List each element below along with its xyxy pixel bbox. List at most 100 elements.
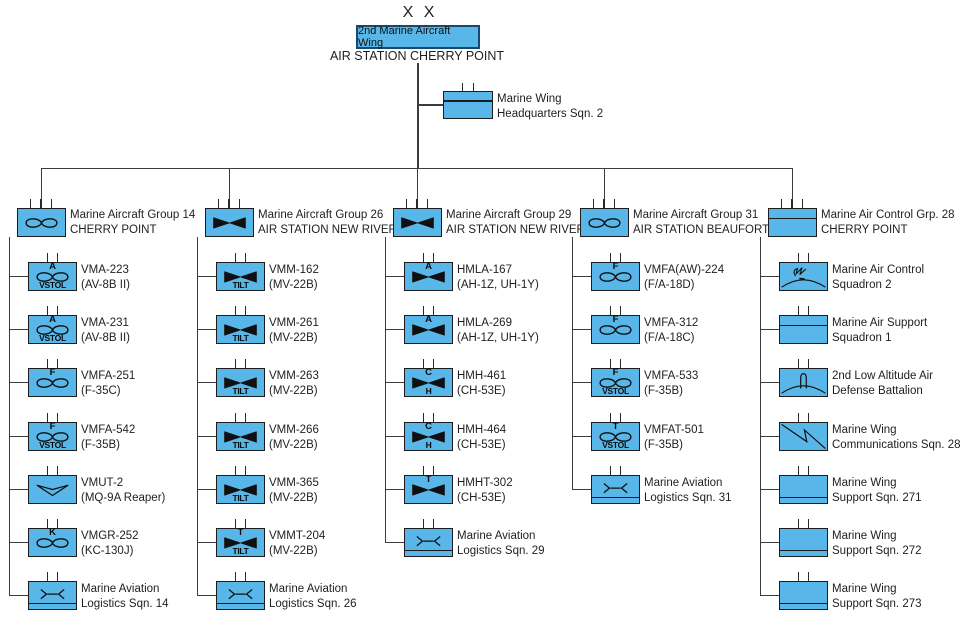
label-line2: (AV-8B II) [81, 331, 130, 344]
connector-line [572, 435, 591, 438]
fixed-wing-icon [36, 538, 69, 548]
symbol-modifier-bottom: TILT [232, 386, 249, 396]
connector-line [9, 435, 28, 438]
echelon-tick [245, 519, 247, 528]
echelon-tick [57, 466, 59, 475]
unit-box-vmm-266-mv-22b: TILT [216, 422, 265, 451]
unit-label-vmm-162-mv-22b: VMM-162(MV-22B) [269, 263, 319, 293]
symbol-modifier-top: A [425, 261, 432, 272]
connector-line [385, 435, 404, 438]
label-line2: (AV-8B II) [81, 278, 130, 291]
echelon-tick [57, 519, 59, 528]
connector-line [197, 488, 216, 491]
echelon-tick [234, 466, 236, 475]
label-line1: Marine Air Control [832, 263, 925, 276]
label-line1: Marine Aircraft Group 31 [633, 208, 759, 221]
unit-box-hmla-269-ah-1z-uh-1y: A [404, 315, 453, 344]
label-line1: Marine Wing [832, 529, 897, 542]
label-line2: (MV-22B) [269, 278, 318, 291]
unit-box-2nd-low-altitude-air-defense-battalion [779, 368, 828, 397]
connector-line [760, 275, 779, 278]
label-line2: (MV-22B) [269, 544, 318, 557]
echelon-tick [808, 572, 810, 581]
air-defense-icon [781, 373, 826, 394]
unit-label-hmla-269-ah-1z-uh-1y: HMLA-269(AH-1Z, UH-1Y) [457, 316, 539, 346]
unit-box-marine-wing-support-sqn-271 [779, 475, 828, 504]
fixed-wing-icon [25, 218, 58, 228]
unit-box-marine-aviation-logistics-sqn-31 [591, 475, 640, 504]
label-line1: VMFA-312 [644, 316, 699, 329]
fixed-wing-icon [599, 432, 632, 442]
symbol-modifier-top: T [425, 474, 432, 485]
label-line1: Marine Aviation [269, 582, 348, 595]
connector-line [385, 328, 404, 331]
rotary-wing-icon [224, 537, 257, 549]
unit-label-vmut-2-mq-9a-reaper: VMUT-2(MQ-9A Reaper) [81, 476, 165, 506]
wing-name: 2nd Marine Aircraft Wing [358, 25, 451, 49]
label-line1: VMFA-533 [644, 369, 699, 382]
echelon-tick [245, 359, 247, 368]
connector-line [9, 328, 28, 331]
connector-line [760, 594, 779, 597]
connector-line [572, 381, 591, 384]
echelon-tick [422, 306, 424, 315]
rotary-wing-icon [401, 217, 434, 229]
group-box-marine-aircraft-group-29 [393, 208, 442, 237]
symbol-modifier-bottom: VSTOL [39, 333, 66, 343]
unit-label-vmfa-251-f-35c: VMFA-251(F-35C) [81, 369, 135, 399]
echelon-tick [46, 572, 48, 581]
connector-line [385, 488, 404, 491]
connector-line [9, 488, 28, 491]
label-line1: VMFA(AW)-224 [644, 263, 725, 276]
label-line1: Marine Aircraft Group 14 [70, 208, 196, 221]
echelon-tick [46, 253, 48, 262]
unit-box-marine-aviation-logistics-sqn-29 [404, 528, 453, 557]
label-line2: AIR STATION NEW RIVER [258, 223, 397, 236]
unit-label-vmm-263-mv-22b: VMM-263(MV-22B) [269, 369, 319, 399]
symbol-modifier-top: F [612, 314, 619, 325]
echelon-tick [620, 253, 622, 262]
label-line2: Logistics Sqn. 29 [457, 544, 545, 557]
echelon-tick [422, 466, 424, 475]
symbol-modifier-top: K [49, 527, 56, 538]
echelon-tick [808, 306, 810, 315]
echelon-tick [609, 253, 611, 262]
echelon-tick [797, 306, 799, 315]
symbol-modifier-bottom: H [425, 440, 432, 450]
air-control-icon [781, 267, 826, 288]
connector-line [197, 237, 199, 596]
rotary-wing-icon [224, 377, 257, 389]
label-line2: (F-35B) [644, 438, 683, 451]
echelon-tick [57, 253, 59, 262]
echelon-tick [245, 306, 247, 315]
unit-box-hmht-302-ch-53e: T [404, 475, 453, 504]
connector-line [385, 381, 404, 384]
symbol-modifier-top: C [425, 367, 432, 378]
symbol-modifier-top: F [49, 367, 56, 378]
connector-line [760, 488, 779, 491]
echelon-tick [228, 199, 230, 208]
echelon-tick [245, 413, 247, 422]
label-line1: HMH-464 [457, 423, 507, 436]
echelon-tick [433, 306, 435, 315]
fixed-wing-icon [36, 432, 69, 442]
unit-box-vmut-2-mq-9a-reaper [28, 475, 77, 504]
echelon-tick [427, 199, 429, 208]
connector-line [603, 168, 606, 208]
symbol-modifier-bottom: VSTOL [39, 440, 66, 450]
label-line1: VMA-231 [81, 316, 129, 329]
echelon-tick [57, 359, 59, 368]
echelon-tick [239, 199, 241, 208]
echelon-tick [609, 413, 611, 422]
stripe-bottom-icon [780, 602, 827, 604]
stripe-top-icon [780, 324, 827, 327]
label-line1: HMLA-269 [457, 316, 512, 329]
label-line1: HMLA-167 [457, 263, 512, 276]
